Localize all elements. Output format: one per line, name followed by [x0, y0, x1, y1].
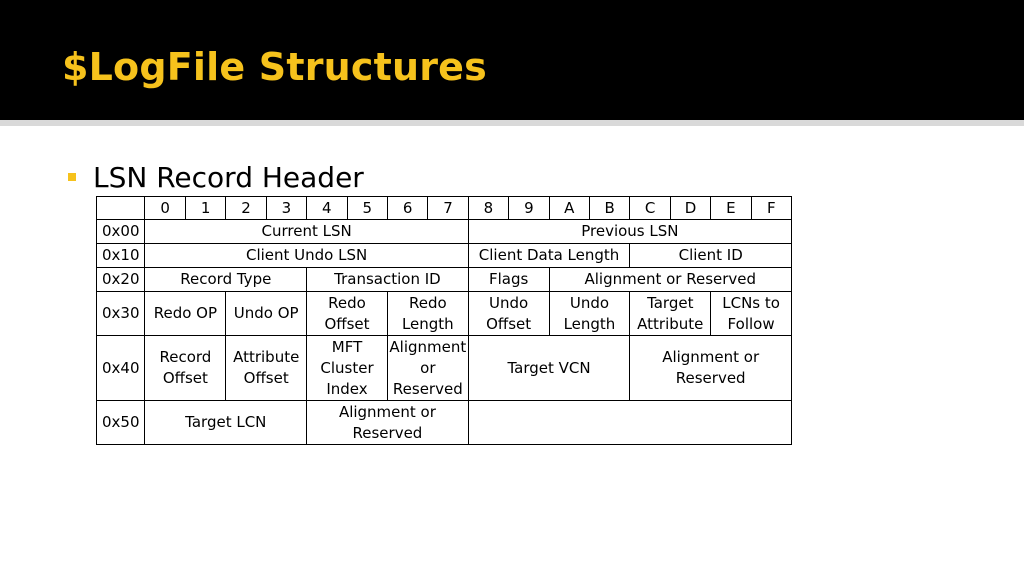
column-header: 9	[508, 196, 550, 220]
title-bar: $LogFile Structures	[0, 0, 1024, 120]
bullet-text: LSN Record Header	[93, 161, 364, 194]
column-header: B	[588, 196, 631, 220]
table-row: 0x20 Record Type Transaction ID Flags Al…	[95, 267, 793, 292]
slide-title: $LogFile Structures	[62, 45, 487, 89]
title-divider	[0, 120, 1024, 126]
field-cell: Alignment or Reserved	[306, 400, 469, 445]
column-header: 1	[184, 196, 227, 220]
column-header: A	[548, 196, 590, 220]
field-cell: Target LCN	[144, 400, 308, 445]
field-cell: Alignment or Reserved	[386, 335, 469, 401]
field-cell: Record Offset	[144, 335, 227, 401]
field-cell: Client ID	[629, 243, 792, 268]
field-cell: Target VCN	[467, 335, 631, 401]
field-cell: Attribute Offset	[225, 335, 308, 401]
field-cell: Flags	[467, 267, 550, 292]
field-cell: LCNs to Follow	[710, 291, 792, 336]
row-offset: 0x30	[95, 291, 146, 336]
table-row: 0x10 Client Undo LSN Client Data Length …	[95, 243, 792, 268]
field-cell: MFT Cluster Index	[306, 335, 388, 401]
empty-cell	[467, 400, 793, 445]
table-row: 0x00 Current LSN Previous LSN	[95, 219, 793, 244]
field-cell: Transaction ID	[306, 267, 469, 292]
field-cell: Redo OP	[144, 291, 227, 336]
row-offset: 0x50	[95, 400, 146, 445]
field-cell: Undo OP	[225, 291, 308, 336]
column-header: 5	[346, 196, 388, 220]
square-bullet-icon	[68, 173, 76, 181]
column-header: F	[750, 196, 793, 220]
field-cell: Undo Offset	[467, 291, 550, 336]
field-cell: Redo Length	[386, 291, 469, 336]
column-header: 8	[467, 196, 510, 220]
table-row: 0x30 Redo OP Undo OP Redo Offset Redo Le…	[95, 291, 792, 336]
field-cell: Record Type	[144, 267, 308, 292]
row-offset: 0x20	[95, 267, 146, 292]
field-cell: Alignment or Reserved	[629, 335, 792, 401]
field-cell: Target Attribute	[629, 291, 712, 336]
column-header: 3	[265, 196, 308, 220]
column-header: 6	[386, 196, 429, 220]
row-offset: 0x40	[95, 335, 146, 401]
lsn-record-header-table: 0 1 2 3 4 5 6 7 8 9 A B C D E F 0x00 Cur…	[95, 196, 793, 445]
column-header: D	[669, 196, 712, 220]
table-row: 0x40 Record Offset Attribute Offset MFT …	[95, 335, 792, 401]
table-row: 0x50 Target LCN Alignment or Reserved	[95, 400, 793, 445]
field-cell: Current LSN	[144, 219, 469, 244]
field-cell: Client Data Length	[467, 243, 631, 268]
field-cell: Client Undo LSN	[144, 243, 469, 268]
column-header: 0	[144, 196, 186, 220]
field-cell: Redo Offset	[306, 291, 388, 336]
column-header: 2	[225, 196, 267, 220]
corner-cell	[95, 196, 146, 220]
field-cell: Undo Length	[548, 291, 631, 336]
column-header: E	[710, 196, 752, 220]
column-header: 4	[306, 196, 348, 220]
column-header: 7	[427, 196, 469, 220]
row-offset: 0x00	[95, 219, 146, 244]
field-cell: Alignment or Reserved	[548, 267, 793, 292]
table-header-row: 0 1 2 3 4 5 6 7 8 9 A B C D E F	[95, 196, 793, 220]
row-offset: 0x10	[95, 243, 146, 268]
column-header: C	[629, 196, 671, 220]
field-cell: Previous LSN	[467, 219, 793, 244]
